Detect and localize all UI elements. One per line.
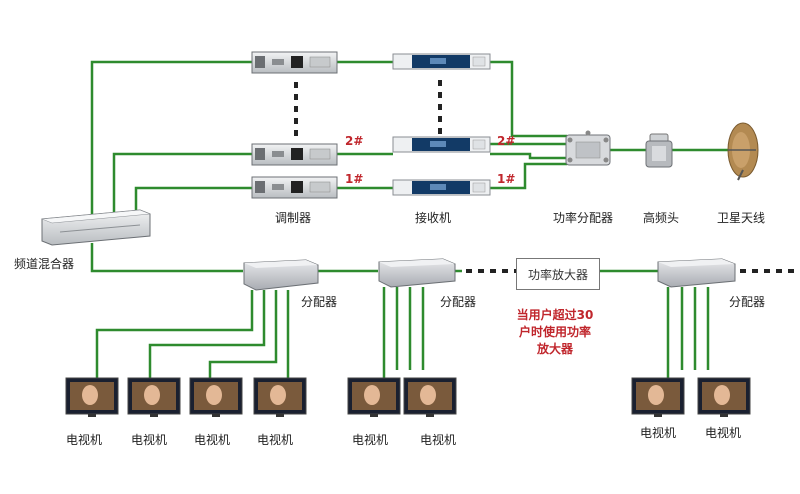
tv-label-5: 电视机 (352, 433, 389, 447)
channel-mark-modulator-1: 1# (345, 172, 364, 186)
receiver-unit-1 (392, 179, 491, 196)
modulator-label: 调制器 (275, 211, 312, 225)
power-divider-device (565, 130, 611, 166)
channel-mark-modulator-2: 2# (345, 134, 364, 148)
receiver-unit-top (392, 53, 491, 70)
dotted-lines (294, 80, 795, 273)
receiver-label: 接收机 (415, 211, 452, 225)
modulator-unit-1 (251, 176, 338, 199)
tv-label-1: 电视机 (66, 433, 103, 447)
splitter-label-3: 分配器 (729, 295, 766, 309)
satellite-antenna-label: 卫星天线 (717, 211, 766, 225)
amplifier-note-line-1: 当用户超过30 (516, 308, 594, 322)
splitter-device-1 (243, 259, 319, 291)
splitter-device-2 (378, 258, 456, 288)
channel-mark-receiver-2: 2# (497, 134, 516, 148)
tv-device-3 (189, 377, 243, 417)
tv-label-6: 电视机 (420, 433, 457, 447)
channel-mixer-label: 频道混合器 (14, 257, 75, 271)
tv-device-7 (631, 377, 685, 417)
modulator-unit-top (251, 51, 338, 74)
tv-device-5 (347, 377, 401, 417)
tv-device-1 (65, 377, 119, 417)
amplifier-note-line-3: 放大器 (536, 342, 573, 356)
tv-label-3: 电视机 (194, 433, 231, 447)
receiver-unit-2 (392, 136, 491, 153)
power-divider-label: 功率分配器 (553, 211, 614, 225)
lnb-label: 高频头 (643, 211, 680, 225)
splitter-device-3 (657, 258, 736, 288)
channel-mixer-device (41, 209, 151, 246)
cables (90, 60, 728, 378)
amplifier-note: 当用户超过30 户时使用功率 放大器 (503, 307, 607, 358)
tv-device-2 (127, 377, 181, 417)
tv-label-7: 电视机 (640, 426, 677, 440)
tv-label-2: 电视机 (131, 433, 168, 447)
splitter-label-2: 分配器 (440, 295, 477, 309)
power-amplifier-box: 功率放大器 (516, 258, 600, 290)
tv-device-4 (253, 377, 307, 417)
lnb-device (645, 133, 673, 168)
modulator-unit-2 (251, 143, 338, 166)
tv-device-8 (697, 377, 751, 417)
amplifier-note-line-2: 户时使用功率 (518, 325, 591, 339)
tv-label-4: 电视机 (257, 433, 294, 447)
splitter-label-1: 分配器 (301, 295, 338, 309)
satellite-dish-device (727, 122, 759, 181)
channel-mark-receiver-1: 1# (497, 172, 516, 186)
tv-device-6 (403, 377, 457, 417)
tv-label-8: 电视机 (705, 426, 742, 440)
